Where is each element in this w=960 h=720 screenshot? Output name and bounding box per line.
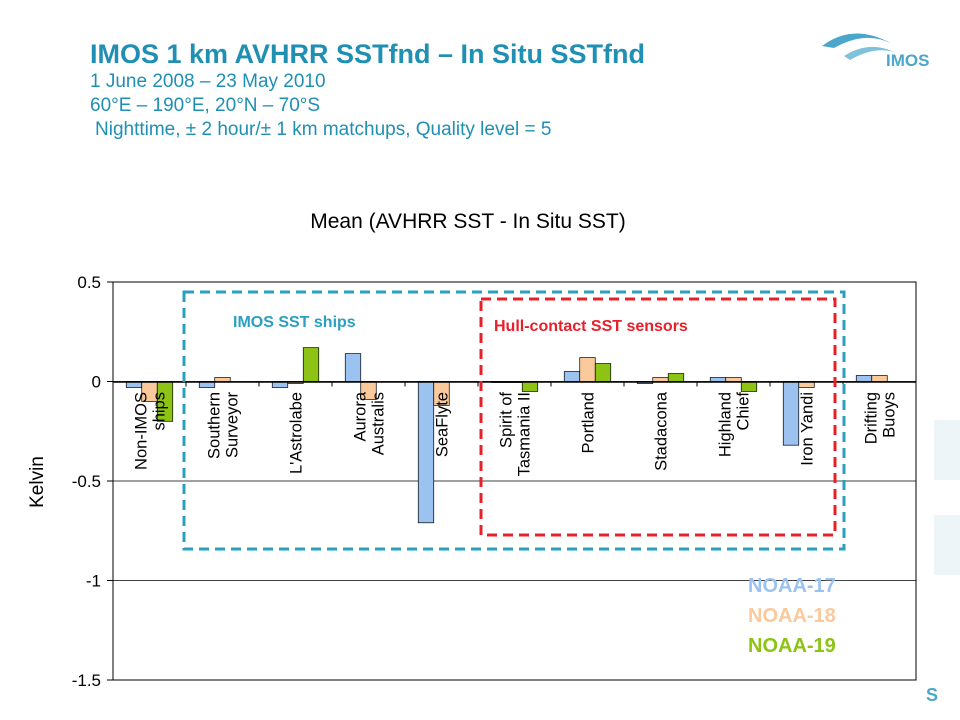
category-label: Buoys [881,392,899,438]
category-label: Tasmania II [516,392,534,476]
category-label: Surveyor [224,392,242,459]
bar [594,363,612,382]
bar [652,377,669,382]
category-label: Southern [206,392,224,459]
category-label: Non-IMOS [133,392,151,470]
bar [855,375,873,382]
footer-text: S [925,685,938,705]
chart-title: Mean (AVHRR SST - In Situ SST) [310,210,625,233]
bar [579,357,596,382]
y-tick-label: -1 [86,572,101,591]
bar [709,377,727,382]
page-title: IMOS 1 km AVHRR SSTfnd – In Situ SSTfnd [90,39,646,69]
category-label: Spirit of [498,392,516,448]
bar [344,353,362,382]
category-label: Stadacona [653,391,671,471]
bar [782,381,800,446]
imos-logo-text: IMOS [886,51,929,70]
hull-contact-box [479,297,837,537]
legend-entry: NOAA-19 [748,635,836,657]
category-label: Drifting [863,392,881,444]
bar [667,373,685,382]
category-label: L'Astrolabe [288,392,306,474]
y-axis-label: Kelvin [27,456,48,508]
title-block: IMOS 1 km AVHRR SSTfnd – In Situ SSTfnd … [90,38,645,142]
imos-logo-icon: IMOS [822,33,929,70]
bar [521,381,539,392]
region-range: 60°E – 190°E, 20°N – 70°S [90,95,321,116]
category-label: Iron Yandi [799,392,817,466]
category-label-group: Portland [580,392,598,453]
y-tick-label: -0.5 [72,472,101,491]
imos-ships-annotation: IMOS SST ships [233,314,356,331]
category-label-group: Stadacona [653,391,671,471]
category-label: Chief [735,392,753,431]
bar [302,347,320,382]
bar [725,377,742,382]
imos-ships-box [182,290,846,551]
bars [125,347,888,524]
date-range: 1 June 2008 – 23 May 2010 [90,71,326,92]
hull-contact-annotation: Hull-contact SST sensors [494,318,688,335]
y-tick-label: 0.5 [77,273,101,292]
y-axis-ticks: 0.5 0 -0.5 -1 -1.5 [72,273,113,690]
y-tick-label: 0 [92,373,101,392]
category-label: Australis [370,392,388,455]
bar [871,375,888,382]
bar [417,381,435,524]
legend-entry: NOAA-18 [748,605,836,627]
category-label-group: L'Astrolabe [288,392,306,474]
decorative-stripe [934,515,960,575]
category-label-group: Iron Yandi [799,392,817,466]
category-label-group: SeaFlyte [434,392,452,457]
matchup-criteria: Nighttime, ± 2 hour/± 1 km matchups, Qua… [95,119,552,140]
imos-logo: IMOS [814,22,944,72]
decorative-stripe [934,420,960,480]
category-label: Highland [717,392,735,457]
bar [214,377,231,382]
legend-entry: NOAA-17 [748,575,836,597]
bar [563,371,581,382]
category-label: Portland [580,392,598,453]
category-label: SeaFlyte [434,392,452,457]
category-label: Aurora [352,391,370,441]
category-label: ships [151,392,169,431]
bar [740,381,758,392]
y-tick-label: -1.5 [72,671,101,690]
